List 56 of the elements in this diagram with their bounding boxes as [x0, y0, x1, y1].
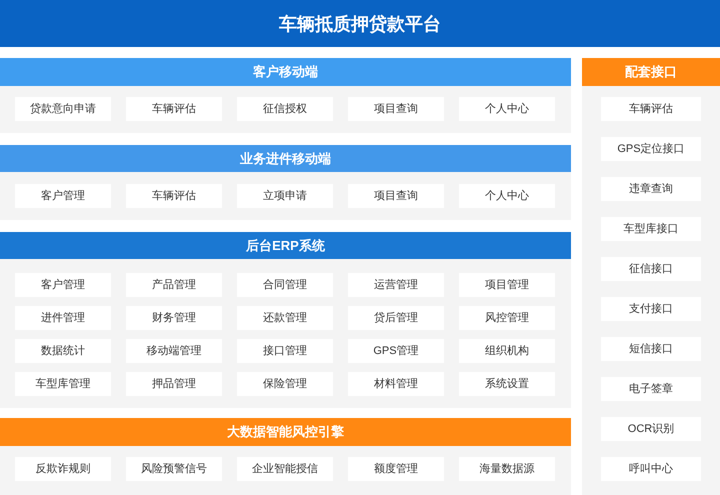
section-panel	[0, 418, 571, 495]
module-card: 车型库接口	[601, 217, 701, 241]
module-card: 征信接口	[601, 257, 701, 281]
module-card: 风控管理	[459, 306, 555, 330]
module-card: GPS管理	[348, 339, 444, 363]
module-card: 数据统计	[15, 339, 111, 363]
module-card: 财务管理	[126, 306, 222, 330]
module-card: 违章查询	[601, 177, 701, 201]
section-header: 后台ERP系统	[0, 232, 571, 259]
module-card: 电子签章	[601, 377, 701, 401]
section-header: 客户移动端	[0, 58, 571, 86]
module-card: 征信授权	[237, 97, 333, 121]
module-card: 合同管理	[237, 273, 333, 297]
module-card: 企业智能授信	[237, 457, 333, 481]
module-card: GPS定位接口	[601, 137, 701, 161]
module-card: 材料管理	[348, 372, 444, 396]
section-header: 大数据智能风控引擎	[0, 418, 571, 446]
title-banner: 车辆抵质押贷款平台	[0, 0, 720, 47]
module-card: 反欺诈规则	[15, 457, 111, 481]
module-card: 项目管理	[459, 273, 555, 297]
section-panel	[0, 145, 571, 220]
module-card: 押品管理	[126, 372, 222, 396]
module-card: 项目查询	[348, 184, 444, 208]
module-card: 还款管理	[237, 306, 333, 330]
section-panel	[0, 58, 571, 133]
module-card: OCR识别	[601, 417, 701, 441]
module-card: 个人中心	[459, 184, 555, 208]
module-card: 风险预警信号	[126, 457, 222, 481]
module-card: 海量数据源	[459, 457, 555, 481]
module-card: 客户管理	[15, 273, 111, 297]
module-card: 贷后管理	[348, 306, 444, 330]
module-card: 短信接口	[601, 337, 701, 361]
module-card: 车辆评估	[126, 97, 222, 121]
module-card: 额度管理	[348, 457, 444, 481]
module-card: 接口管理	[237, 339, 333, 363]
module-card: 客户管理	[15, 184, 111, 208]
module-card: 进件管理	[15, 306, 111, 330]
module-card: 立项申请	[237, 184, 333, 208]
section-panel	[0, 232, 571, 408]
module-card: 系统设置	[459, 372, 555, 396]
module-card: 支付接口	[601, 297, 701, 321]
module-card: 车辆评估	[126, 184, 222, 208]
section-header: 业务进件移动端	[0, 145, 571, 172]
section-panel	[582, 58, 720, 495]
module-card: 产品管理	[126, 273, 222, 297]
section-header: 配套接口	[582, 58, 720, 86]
module-card: 移动端管理	[126, 339, 222, 363]
module-card: 个人中心	[459, 97, 555, 121]
module-card: 项目查询	[348, 97, 444, 121]
module-card: 呼叫中心	[601, 457, 701, 481]
module-card: 车型库管理	[15, 372, 111, 396]
module-card: 保险管理	[237, 372, 333, 396]
module-card: 运营管理	[348, 273, 444, 297]
module-card: 组织机构	[459, 339, 555, 363]
module-card: 贷款意向申请	[15, 97, 111, 121]
module-card: 车辆评估	[601, 97, 701, 121]
